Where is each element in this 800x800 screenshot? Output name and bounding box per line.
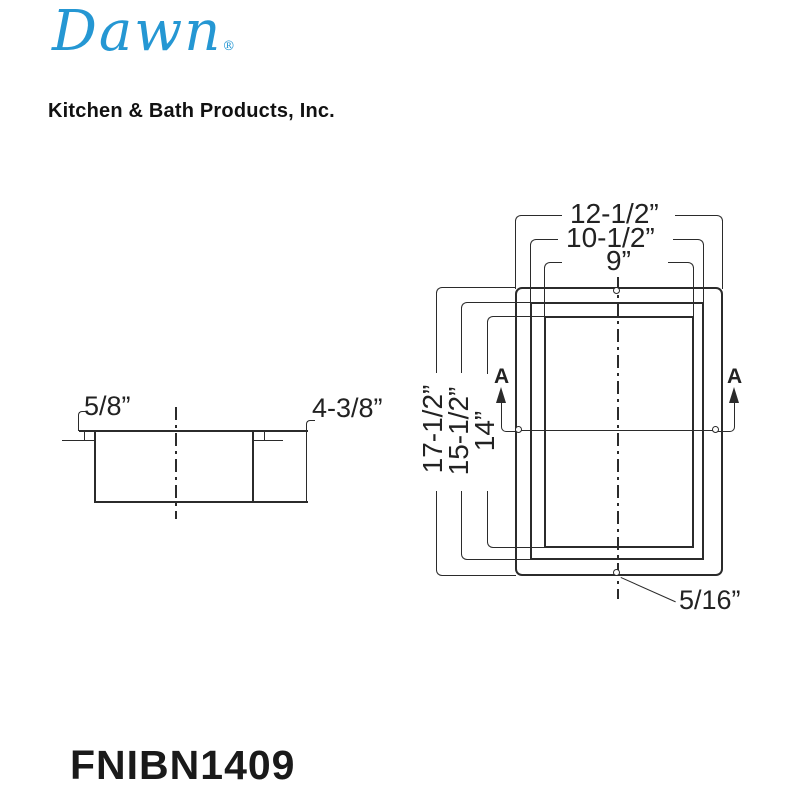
registered-trademark-icon: ® xyxy=(222,39,236,54)
width-middle-bracket-right xyxy=(673,239,704,304)
brand-logo: Dawn® xyxy=(52,4,235,60)
depth-extension-line xyxy=(306,420,315,503)
section-centerline xyxy=(175,407,177,519)
depth-dimension: 4-3/8” xyxy=(312,393,383,423)
section-right-wall xyxy=(252,430,254,503)
inner-opening-rect xyxy=(544,316,694,548)
section-marker-left: A xyxy=(494,365,510,388)
brand-tagline: Kitchen & Bath Products, Inc. xyxy=(48,100,335,122)
width-middle-bracket-left xyxy=(530,239,558,304)
width-inner-bracket-left xyxy=(544,262,562,318)
height-inner-bracket-top xyxy=(487,316,545,374)
section-arrow-left-icon xyxy=(496,387,506,403)
section-bottom-edge xyxy=(94,501,308,503)
top-hole xyxy=(613,287,620,294)
section-line-node-left xyxy=(515,426,522,433)
section-left-wall xyxy=(94,430,96,503)
dawn-logo-text: Dawn xyxy=(52,0,223,64)
width-inner-bracket-right xyxy=(668,262,694,318)
model-number: FNIBN1409 xyxy=(70,742,296,788)
height-middle-bracket-bottom xyxy=(461,491,531,560)
height-outer-bracket-bottom xyxy=(436,491,516,576)
width-outer-bracket-right xyxy=(675,215,723,289)
hole-leader-line xyxy=(620,577,676,603)
height-middle-bracket-top xyxy=(461,302,531,373)
width-outer-dimension: 12-1/2” xyxy=(570,198,659,229)
height-inner-dimension: 14” xyxy=(469,410,500,452)
hole-diameter-dimension: 5/16” xyxy=(679,585,741,615)
height-outer-bracket-top xyxy=(436,287,516,373)
width-outer-bracket-left xyxy=(515,215,562,289)
section-arrow-right-icon xyxy=(729,387,739,403)
lip-extension-line xyxy=(78,411,87,431)
section-line-node-right xyxy=(712,426,719,433)
front-centerline xyxy=(617,277,619,599)
section-left-notch xyxy=(84,430,85,441)
width-middle-dimension: 10-1/2” xyxy=(566,222,655,253)
section-cut-elbow-right xyxy=(715,396,735,432)
section-right-notch xyxy=(264,430,265,441)
section-top-edge xyxy=(79,430,308,432)
width-inner-dimension: 9” xyxy=(606,245,631,276)
height-inner-bracket-bottom xyxy=(487,491,545,548)
section-cut-elbow-left xyxy=(501,396,520,432)
section-marker-right: A xyxy=(727,365,743,388)
flange-lip-dimension: 5/8” xyxy=(84,391,131,421)
section-right-lip-line xyxy=(253,440,283,441)
bottom-hole xyxy=(613,569,620,576)
section-left-lip-line xyxy=(62,440,95,441)
